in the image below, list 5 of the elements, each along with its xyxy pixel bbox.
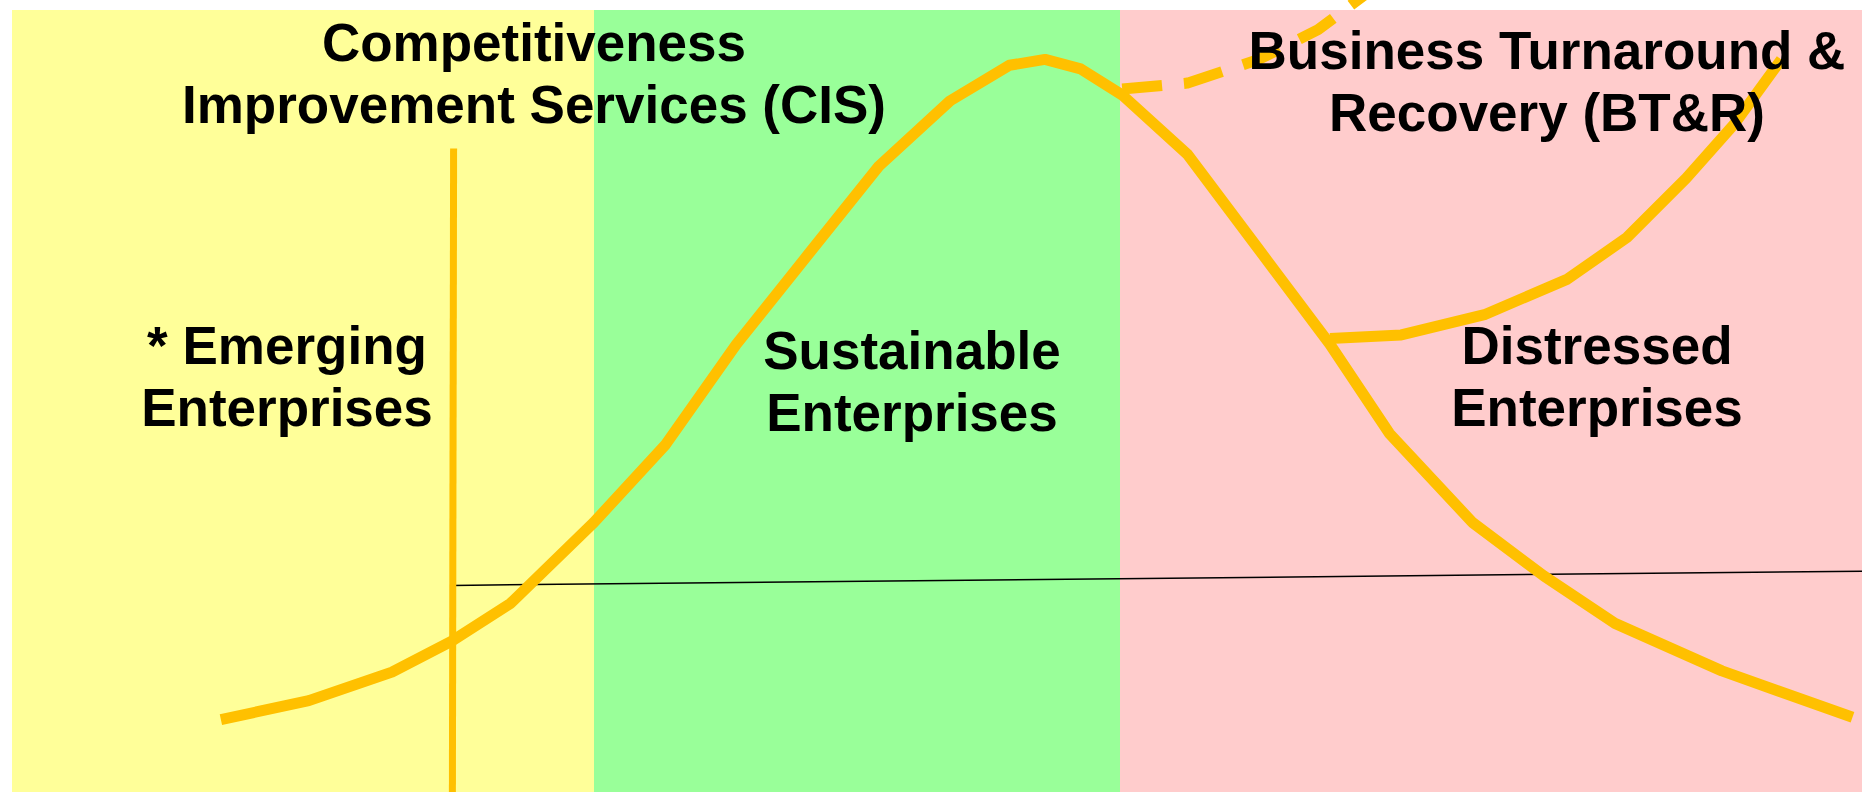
service-title: Competitiveness Improvement Services (CIS) xyxy=(181,12,887,136)
stage-label: Sustainable Enterprises xyxy=(762,320,1062,444)
stage-label: Distressed Enterprises xyxy=(1450,315,1744,439)
stage-band xyxy=(1120,10,1862,792)
stage-label: * Emerging Enterprises xyxy=(140,315,434,439)
